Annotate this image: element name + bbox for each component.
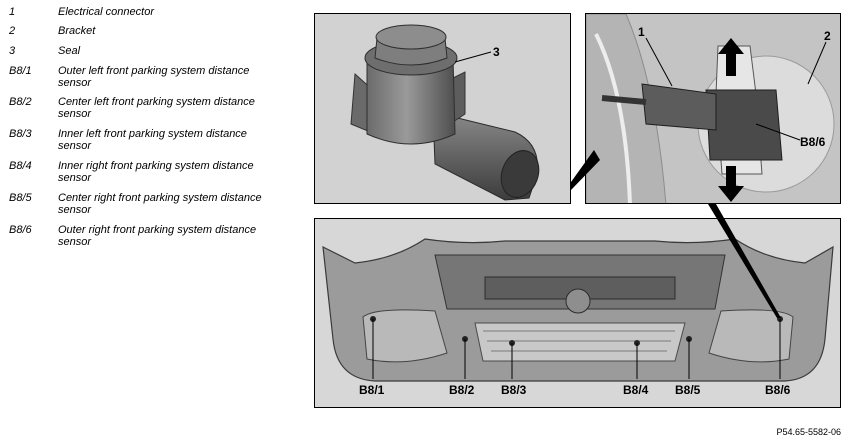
air-intake-right xyxy=(708,309,794,363)
callout-b8-5: B8/5 xyxy=(675,383,701,397)
callout-b8-6-leader xyxy=(755,123,801,141)
callout-2: 2 xyxy=(824,29,831,43)
legend-text: Center right front parking system distan… xyxy=(58,192,262,216)
callout-b8-1: B8/1 xyxy=(359,383,385,397)
callout-b8-6: B8/6 xyxy=(800,135,826,149)
pointer-bracket-to-bumper xyxy=(708,204,781,318)
pointer-sensor-to-bracket xyxy=(571,150,600,190)
callout-1: 1 xyxy=(638,25,645,39)
wire-harness xyxy=(601,95,647,105)
bracket-detail-illustration: 1 2 B8/6 xyxy=(586,14,840,203)
connector-opening xyxy=(500,150,540,198)
legend-key: B8/5 xyxy=(9,192,32,204)
legend-key: 2 xyxy=(9,25,16,37)
legend-text: Outer right front parking system distanc… xyxy=(58,224,257,248)
legend-text: Inner left front parking system distance… xyxy=(58,128,247,152)
legend-text: Center left front parking system distanc… xyxy=(58,96,255,120)
lower-grille-slats xyxy=(483,330,675,352)
callout-b8-3: B8/3 xyxy=(501,383,527,397)
air-intake-left xyxy=(362,309,448,363)
legend-key: 3 xyxy=(9,45,16,57)
panel-highlight xyxy=(594,33,632,203)
legend-key: B8/2 xyxy=(9,96,32,108)
callout-1-leader xyxy=(645,37,673,87)
sensor-face xyxy=(375,24,447,50)
document-id: P54.65-5582-06 xyxy=(776,427,841,437)
callout-3: 3 xyxy=(493,45,500,59)
sensor-b8-6 xyxy=(705,89,783,161)
legend-key: B8/3 xyxy=(9,128,32,140)
sensor-detail-panel: 3 xyxy=(314,13,571,204)
bumper-overview-panel: B8/1 B8/2 B8/3 B8/4 B8/5 B8/6 xyxy=(314,218,841,408)
sensor-detail-illustration: 3 xyxy=(350,24,540,201)
arrow-down-icon xyxy=(718,166,744,202)
callout-b8-2: B8/2 xyxy=(449,383,475,397)
legend-text: Seal xyxy=(58,45,81,57)
legend-key: B8/4 xyxy=(9,160,32,172)
legend-key: 1 xyxy=(9,6,16,18)
legend-text: Bracket xyxy=(58,25,96,37)
sensor-body xyxy=(366,57,456,145)
callout-2-leader xyxy=(807,41,827,85)
bumper-illustration: B8/1 B8/2 B8/3 B8/4 B8/5 B8/6 xyxy=(322,238,834,397)
legend-text: Inner right front parking system distanc… xyxy=(58,160,254,184)
electrical-connector xyxy=(641,83,717,131)
legend-key: B8/6 xyxy=(9,224,32,236)
legend-text: Electrical connector xyxy=(58,6,154,18)
arrow-up-icon xyxy=(718,38,744,76)
callout-b8-6-bumper: B8/6 xyxy=(765,383,791,397)
bracket-detail-panel: 1 2 B8/6 xyxy=(585,13,841,204)
legend-key: B8/1 xyxy=(9,65,32,77)
callout-3-leader xyxy=(454,51,492,63)
callout-b8-4: B8/4 xyxy=(623,383,649,397)
legend-text: Outer left front parking system distance… xyxy=(58,65,250,89)
emblem-mount xyxy=(565,288,591,314)
